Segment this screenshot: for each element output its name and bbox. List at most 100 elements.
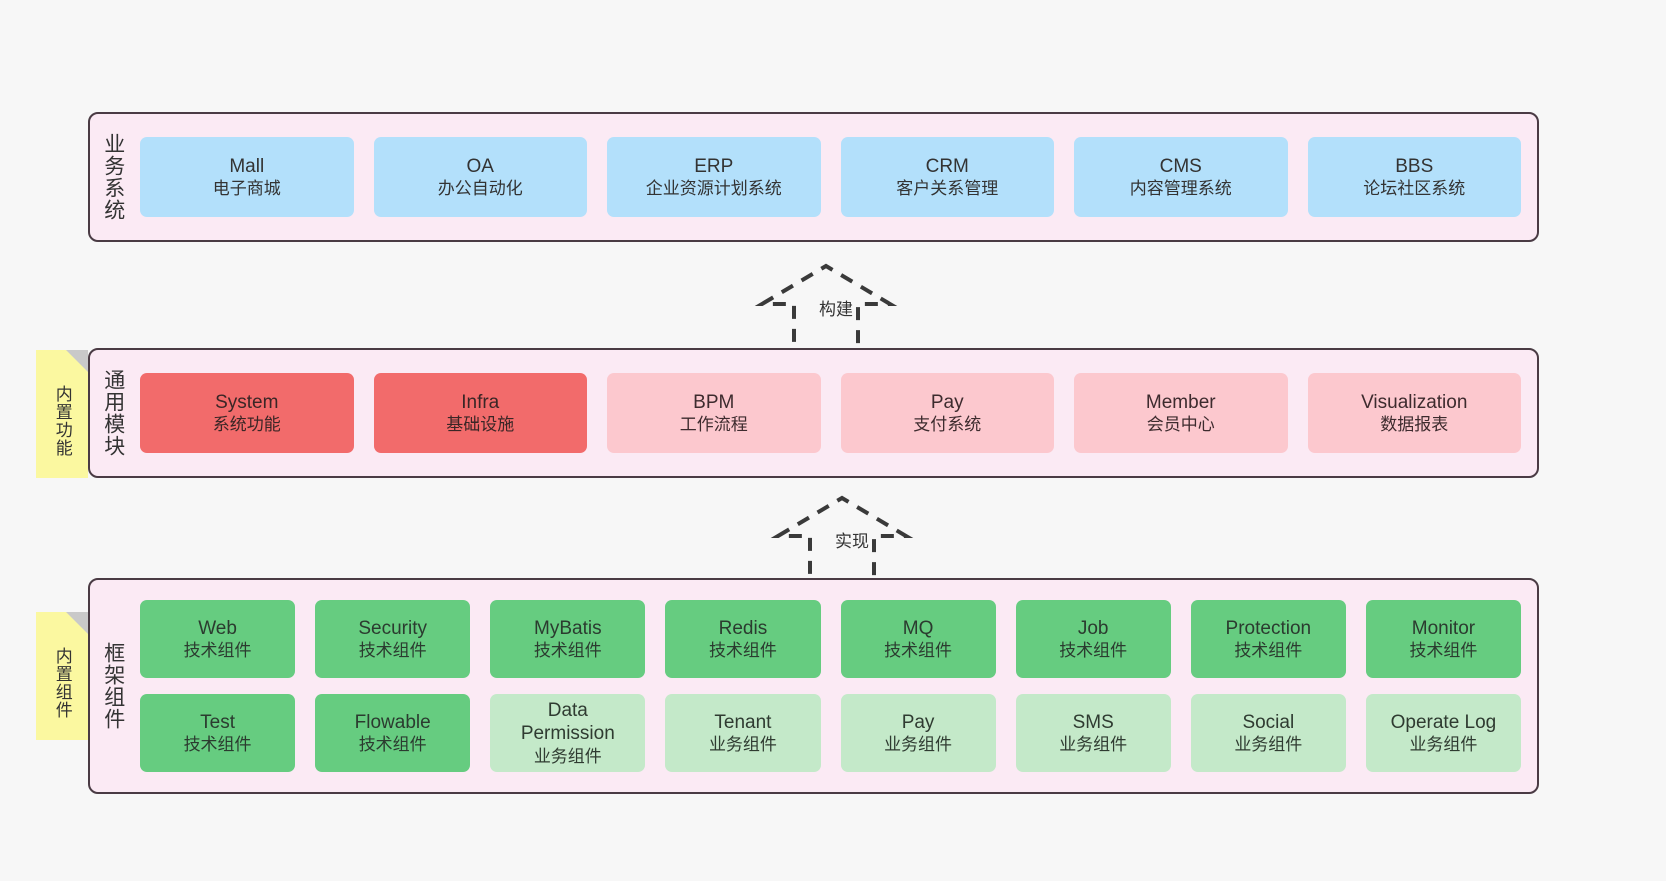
sticky-note-builtin-features: 内置功能 <box>36 350 88 478</box>
card-subtitle: 技术组件 <box>183 735 252 755</box>
card-title: MQ <box>902 617 934 639</box>
card-visualization[interactable]: Visualization 数据报表 <box>1307 373 1521 453</box>
card-subtitle: 企业资源计划系统 <box>645 179 782 199</box>
card-bpm[interactable]: BPM 工作流程 <box>607 373 821 453</box>
card-subtitle: 技术组件 <box>1234 641 1303 661</box>
card-monitor[interactable]: Monitor 技术组件 <box>1365 600 1521 678</box>
card-title: Protection <box>1225 617 1312 639</box>
connector-label-realize: 实现 <box>834 527 870 552</box>
card-mq[interactable]: MQ 技术组件 <box>840 600 996 678</box>
card-subtitle: 技术组件 <box>1409 641 1478 661</box>
card-subtitle: 业务组件 <box>1234 735 1303 755</box>
card-system[interactable]: System 系统功能 <box>140 373 354 453</box>
card-member[interactable]: Member 会员中心 <box>1074 373 1288 453</box>
card-subtitle: 工作流程 <box>679 415 748 435</box>
card-subtitle: 技术组件 <box>884 641 953 661</box>
connector-build: 构建 <box>740 258 940 354</box>
card-subtitle: 电子商城 <box>212 179 281 199</box>
card-subtitle: 业务组件 <box>1409 735 1478 755</box>
card-title: Visualization <box>1361 391 1468 413</box>
card-title: Job <box>1077 617 1109 639</box>
card-title: Web <box>198 617 237 639</box>
card-mybatis[interactable]: MyBatis 技术组件 <box>490 600 646 678</box>
card-redis[interactable]: Redis 技术组件 <box>665 600 821 678</box>
card-infra[interactable]: Infra 基础设施 <box>373 373 587 453</box>
card-title: Infra <box>461 391 500 413</box>
card-pay-component[interactable]: Pay 业务组件 <box>840 694 996 772</box>
card-title: Test <box>200 711 235 733</box>
card-subtitle: 论坛社区系统 <box>1363 179 1466 199</box>
card-title: Operate Log <box>1390 711 1497 733</box>
card-subtitle: 技术组件 <box>1059 641 1128 661</box>
card-title: System <box>215 391 279 413</box>
card-cms[interactable]: CMS 内容管理系统 <box>1074 137 1288 217</box>
dashed-up-arrow-icon <box>770 495 914 584</box>
layer-body-common: System 系统功能 Infra 基础设施 BPM 工作流程 Pay 支付系统… <box>136 350 1537 476</box>
card-row: Web 技术组件 Security 技术组件 MyBatis 技术组件 Redi… <box>140 600 1521 678</box>
connector-realize: 实现 <box>756 490 956 586</box>
card-title: BBS <box>1395 155 1434 177</box>
card-subtitle: 业务组件 <box>708 735 777 755</box>
card-row: Test 技术组件 Flowable 技术组件 Data Permission … <box>140 694 1521 772</box>
card-subtitle: 数据报表 <box>1380 415 1449 435</box>
card-crm[interactable]: CRM 客户关系管理 <box>840 137 1054 217</box>
folded-corner-icon <box>66 350 88 372</box>
card-subtitle: 业务组件 <box>884 735 953 755</box>
card-subtitle: 客户关系管理 <box>896 179 999 199</box>
card-pay[interactable]: Pay 支付系统 <box>840 373 1054 453</box>
card-subtitle: 支付系统 <box>913 415 982 435</box>
card-title: Social <box>1242 711 1295 733</box>
card-title: Mall <box>229 155 265 177</box>
card-row: System 系统功能 Infra 基础设施 BPM 工作流程 Pay 支付系统… <box>140 373 1521 453</box>
card-tenant[interactable]: Tenant 业务组件 <box>665 694 821 772</box>
card-flowable[interactable]: Flowable 技术组件 <box>315 694 471 772</box>
card-test[interactable]: Test 技术组件 <box>140 694 296 772</box>
card-web[interactable]: Web 技术组件 <box>140 600 296 678</box>
card-oa[interactable]: OA 办公自动化 <box>373 137 587 217</box>
card-protection[interactable]: Protection 技术组件 <box>1190 600 1346 678</box>
layer-title-business: 业务系统 <box>101 133 125 221</box>
card-title: Tenant <box>714 711 772 733</box>
card-title: ERP <box>694 155 734 177</box>
layer-framework-components: 框架组件 Web 技术组件 Security 技术组件 MyBatis 技术组件… <box>88 578 1539 794</box>
card-sms[interactable]: SMS 业务组件 <box>1015 694 1171 772</box>
card-erp[interactable]: ERP 企业资源计划系统 <box>607 137 821 217</box>
card-title: Monitor <box>1411 617 1476 639</box>
card-subtitle: 业务组件 <box>533 747 602 767</box>
layer-common-modules: 通用模块 System 系统功能 Infra 基础设施 BPM 工作流程 Pay… <box>88 348 1539 478</box>
sticky-note-label: 内置功能 <box>52 385 72 457</box>
card-social[interactable]: Social 业务组件 <box>1190 694 1346 772</box>
card-bbs[interactable]: BBS 论坛社区系统 <box>1307 137 1521 217</box>
card-title: Pay <box>901 711 935 733</box>
layer-body-business: Mall 电子商城 OA 办公自动化 ERP 企业资源计划系统 CRM 客户关系… <box>136 114 1537 240</box>
card-security[interactable]: Security 技术组件 <box>315 600 471 678</box>
card-subtitle: 办公自动化 <box>437 179 523 199</box>
folded-corner-icon <box>66 612 88 634</box>
dashed-up-arrow-icon <box>754 263 898 352</box>
card-subtitle: 业务组件 <box>1059 735 1128 755</box>
card-title: Security <box>358 617 427 639</box>
card-subtitle: 会员中心 <box>1146 415 1215 435</box>
card-operate-log[interactable]: Operate Log 业务组件 <box>1365 694 1521 772</box>
card-title: BPM <box>693 391 735 413</box>
card-title: SMS <box>1072 711 1114 733</box>
layer-title-framework: 框架组件 <box>101 642 125 730</box>
layer-title-common: 通用模块 <box>101 369 125 457</box>
card-row: Mall 电子商城 OA 办公自动化 ERP 企业资源计划系统 CRM 客户关系… <box>140 137 1521 217</box>
card-title: MyBatis <box>534 617 602 639</box>
card-title: OA <box>466 155 494 177</box>
card-title: Flowable <box>354 711 431 733</box>
card-subtitle: 技术组件 <box>183 641 252 661</box>
card-data-permission[interactable]: Data Permission 业务组件 <box>490 694 646 772</box>
card-title: Data Permission <box>520 699 615 745</box>
card-subtitle: 技术组件 <box>708 641 777 661</box>
card-mall[interactable]: Mall 电子商城 <box>140 137 354 217</box>
card-title: Pay <box>930 391 964 413</box>
card-title: Member <box>1145 391 1216 413</box>
connector-label-build: 构建 <box>818 295 854 320</box>
card-title: Redis <box>718 617 768 639</box>
card-job[interactable]: Job 技术组件 <box>1015 600 1171 678</box>
card-subtitle: 技术组件 <box>358 735 427 755</box>
layer-body-framework: Web 技术组件 Security 技术组件 MyBatis 技术组件 Redi… <box>136 580 1537 792</box>
card-title: CMS <box>1159 155 1202 177</box>
